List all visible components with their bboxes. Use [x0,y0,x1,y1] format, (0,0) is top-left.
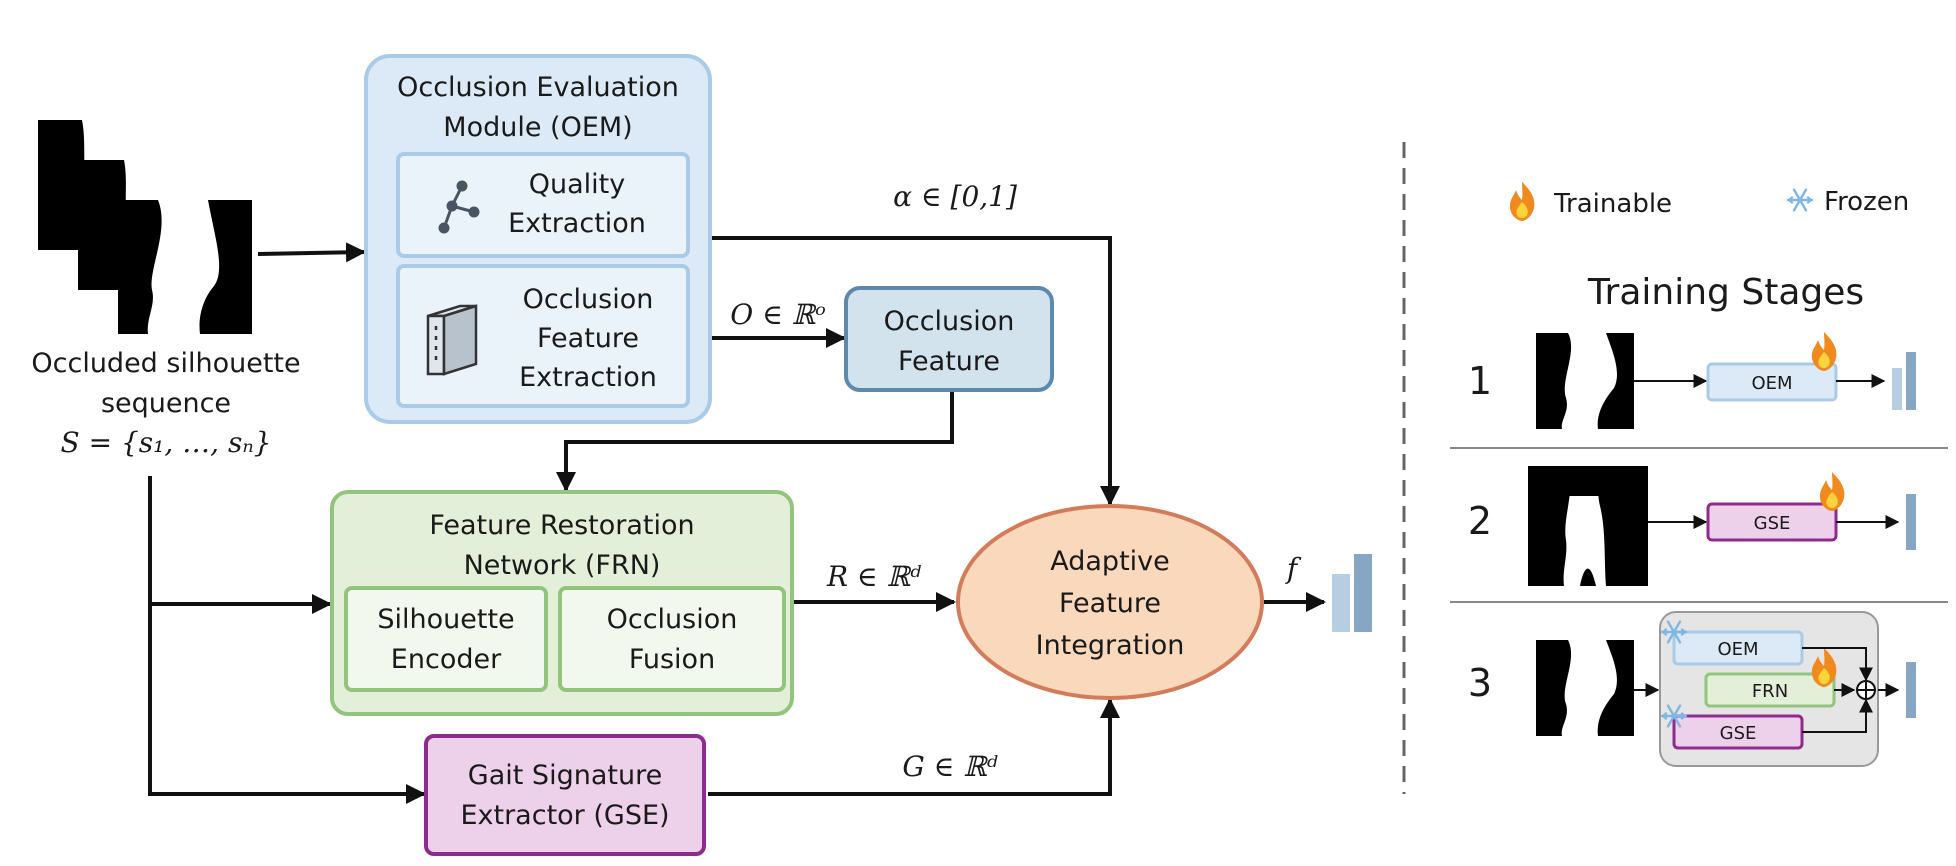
quality-extraction-line2: Extraction [508,208,646,239]
input-label-line2: sequence [101,388,231,419]
afi-line1: Adaptive [1050,546,1170,577]
silhouette-frame-3 [118,200,252,334]
occlusion-feature-line2: Feature [898,346,1000,377]
frn-title-line2: Network (FRN) [464,550,661,581]
training-stages-title: Training Stages [1587,272,1864,313]
silhouette-encoder-line2: Encoder [391,644,502,675]
occlusion-feature-extraction-line3: Extraction [519,362,657,393]
occlusion-feature-line1: Occlusion [884,306,1015,337]
stage-1: 1 OEM [1468,332,1916,429]
edge-label-f: f [1285,552,1302,585]
legend-trainable: Trainable [1553,189,1672,219]
frn-title-line1: Feature Restoration [429,510,694,541]
occlusion-fusion-line2: Fusion [629,644,715,675]
stage-2-number: 2 [1468,499,1492,543]
afi-line2: Feature [1059,588,1161,619]
occlusion-feature-extraction-line2: Feature [537,323,639,354]
stage-2-flame-icon [1819,472,1845,511]
input-to-oem-arrow [257,242,366,263]
legend-frozen: Frozen [1824,187,1909,217]
occlusion-feature-to-frn-arrow [556,390,954,492]
gse-to-afi-arrow [708,698,1120,796]
stage-2: 2 GSE [1468,466,1916,586]
edge-label-o: O ∈ ℝᵒ [730,298,826,331]
output-feature-bars [1332,554,1372,632]
silhouette-stack [38,120,252,334]
occlusion-fusion-line1: Occlusion [607,604,738,635]
edge-label-alpha: α ∈ [0,1] [893,180,1017,213]
edge-label-r: R ∈ ℝᵈ [826,560,922,593]
stage-3-oem-label: OEM [1717,639,1758,660]
quality-extraction-line1: Quality [529,169,625,200]
stage-1-silhouette [1536,333,1634,429]
gse-line2: Extractor (GSE) [460,800,669,831]
flame-icon [1509,182,1535,221]
occlusion-feature-extraction-line1: Occlusion [523,284,654,315]
stage-1-number: 1 [1468,359,1492,403]
gse-line1: Gait Signature [468,760,662,791]
input-label-line1: Occluded silhouette [31,348,300,379]
legend: Trainable Frozen [1509,182,1909,221]
input-label-math: S = {s₁, …, sₙ} [61,426,272,459]
feature-cube-icon [426,304,478,376]
quality-extraction-block: Quality Extraction [396,152,690,258]
snowflake-icon [1786,188,1814,212]
quality-to-afi-arrow [712,236,1120,506]
stage-3: 3 OEM FRN GSE [1468,611,1916,767]
input-to-gse-arrow [148,476,426,804]
stage-3-number: 3 [1468,661,1492,705]
oem-title-line2: Module (OEM) [443,112,632,143]
edge-label-g: G ∈ ℝᵈ [902,750,998,783]
connector-lines [148,236,1326,804]
frn-module: Feature Restoration Network (FRN) Silhou… [330,490,794,716]
stage-3-gse-label: GSE [1720,723,1757,744]
oem-module: Occlusion Evaluation Module (OEM) Qualit… [364,54,712,424]
stage-3-sum-node [1802,647,1876,733]
oem-title-line1: Occlusion Evaluation [397,72,679,103]
occlusion-feature-box: Occlusion Feature [844,286,1054,392]
stage-2-gse-label: GSE [1754,513,1791,534]
occlusion-feature-extraction-block: Occlusion Feature Extraction [396,264,690,408]
stage-3-frn-label: FRN [1752,681,1788,702]
afi-module: Adaptive Feature Integration [956,504,1264,700]
stage-2-silhouette [1528,466,1648,586]
stage-1-flame-icon [1811,332,1837,371]
silhouette-encoder-line1: Silhouette [377,604,514,635]
stage-1-oem-label: OEM [1751,373,1792,394]
afi-line3: Integration [1036,630,1185,661]
gse-module: Gait Signature Extractor (GSE) [424,734,706,856]
occlusion-fusion-block: Occlusion Fusion [558,586,786,692]
stage-3-silhouette [1536,640,1634,736]
graph-nodes-icon [438,180,480,234]
silhouette-encoder-block: Silhouette Encoder [344,586,548,692]
